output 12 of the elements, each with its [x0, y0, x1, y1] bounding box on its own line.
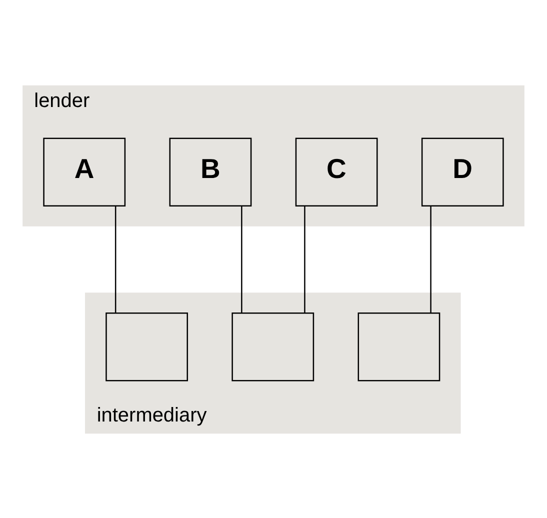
connector [241, 206, 242, 312]
cluster: intermediary [85, 292, 461, 434]
node-box [358, 312, 440, 381]
node-box: C [295, 137, 378, 206]
connector [114, 206, 116, 312]
node-box: B [169, 137, 252, 206]
node-box [106, 312, 188, 381]
node-box [232, 312, 314, 381]
connector [430, 206, 432, 312]
node-box: D [421, 137, 504, 206]
node-box: A [43, 137, 126, 206]
connector [304, 206, 306, 312]
